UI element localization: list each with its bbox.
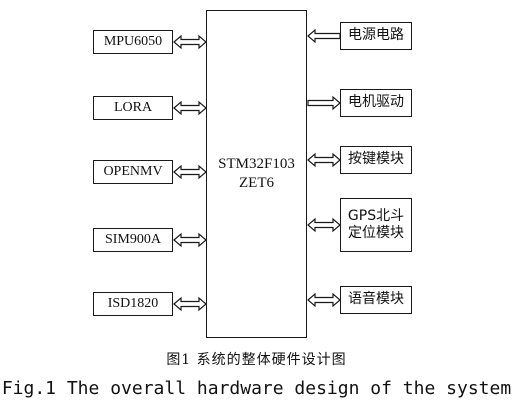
module-mpu6050-label: MPU6050 (103, 34, 163, 50)
module-power-circuit: 电源电路 (340, 22, 412, 50)
mcu-block: STM32F103 ZET6 (206, 10, 307, 338)
arrow-key-mcu (307, 152, 341, 168)
module-sim900a: SIM900A (93, 228, 173, 252)
module-gps-beidou-label-line1: GPS北斗 (347, 207, 405, 224)
module-lora-label: LORA (113, 100, 153, 116)
module-gps-beidou-label-line2: 定位模块 (348, 225, 404, 241)
arrow-power-to-mcu (307, 28, 341, 44)
arrow-isd1820-mcu (173, 296, 207, 312)
arrow-lora-mcu (173, 100, 207, 116)
arrow-gps-mcu (307, 217, 341, 233)
arrow-voice-mcu (307, 292, 341, 308)
caption-chinese: 图1 系统的整体硬件设计图 (166, 352, 347, 368)
module-voice-label: 语音模块 (348, 291, 404, 308)
module-sim900a-label: SIM900A (104, 232, 161, 248)
module-motor-driver-label: 电机驱动 (348, 94, 404, 111)
module-isd1820-label: ISD1820 (107, 296, 159, 312)
arrow-mpu6050-mcu (173, 34, 207, 50)
arrow-openmv-mcu (173, 164, 207, 180)
arrow-mcu-to-motor (307, 95, 341, 111)
module-gps-beidou: GPS北斗 定位模块 (340, 198, 412, 252)
module-key-label: 按键模块 (348, 151, 404, 168)
caption-english: Fig.1 The overall hardware design of the… (1, 378, 512, 399)
arrow-sim900a-mcu (173, 232, 207, 248)
module-lora: LORA (93, 96, 173, 120)
mcu-label-line2: ZET6 (239, 175, 274, 191)
module-motor-driver: 电机驱动 (340, 89, 412, 117)
module-power-circuit-label: 电源电路 (348, 27, 404, 44)
module-key: 按键模块 (340, 146, 412, 174)
module-mpu6050: MPU6050 (93, 30, 173, 54)
module-openmv: OPENMV (93, 160, 173, 184)
mcu-label-line1: STM32F103 (218, 156, 295, 173)
module-openmv-label: OPENMV (103, 164, 163, 180)
module-isd1820: ISD1820 (93, 292, 173, 316)
module-voice: 语音模块 (340, 286, 412, 314)
